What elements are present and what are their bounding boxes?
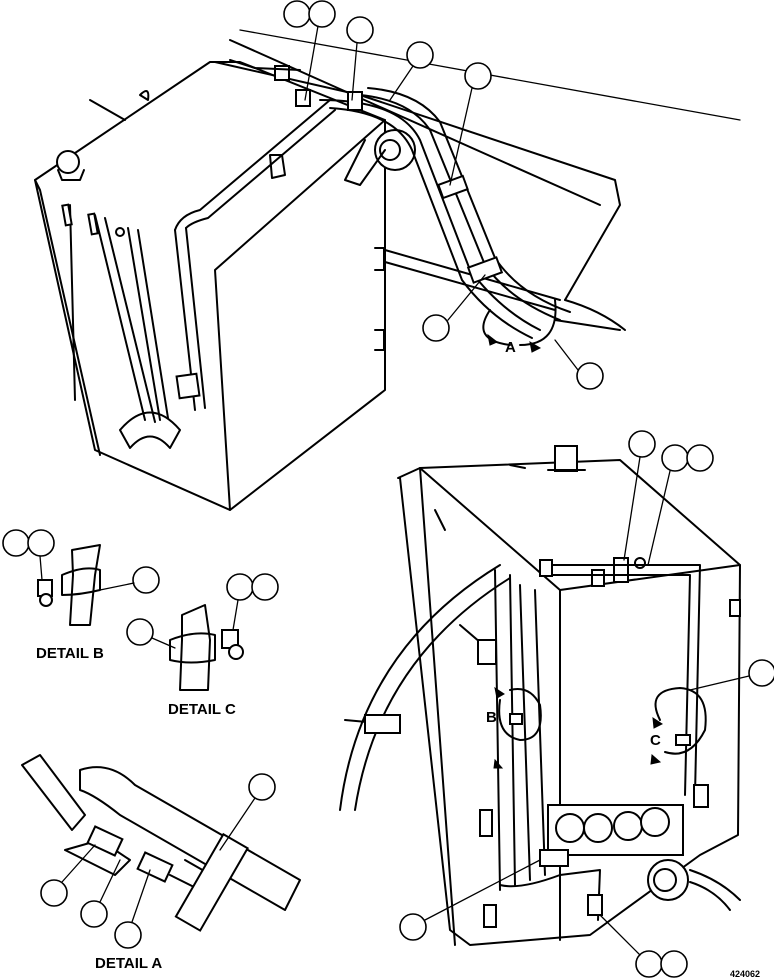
view-a-label: A — [505, 339, 516, 356]
view-b-label: B — [486, 709, 497, 726]
callout-circle — [308, 0, 336, 28]
callout-circle — [346, 16, 374, 44]
detail-a-ring — [482, 299, 557, 346]
callout-circle — [283, 0, 311, 28]
lower-tank-body — [397, 459, 741, 946]
detail-c-label: DETAIL C — [168, 701, 236, 718]
detail-b — [2, 529, 160, 626]
filler-cap — [56, 150, 80, 174]
callout-circle — [464, 62, 492, 90]
detail-b-label: DETAIL B — [36, 645, 104, 662]
upper-callouts — [283, 0, 604, 390]
detail-a — [21, 754, 301, 949]
drawing-number: 424062 — [730, 969, 760, 979]
callout-circle — [406, 41, 434, 69]
detail-c-ring — [654, 687, 707, 755]
detail-b-ring — [498, 688, 542, 741]
callout-circle — [422, 314, 450, 342]
detail-c — [126, 573, 279, 691]
upper-tank-body — [34, 61, 386, 511]
lower-tank-view — [339, 445, 741, 946]
upper-tank-view — [34, 29, 741, 511]
detail-a-label: DETAIL A — [95, 955, 162, 972]
callout-circle — [576, 362, 604, 390]
lower-callouts — [399, 430, 774, 978]
view-c-label: C — [650, 732, 661, 749]
